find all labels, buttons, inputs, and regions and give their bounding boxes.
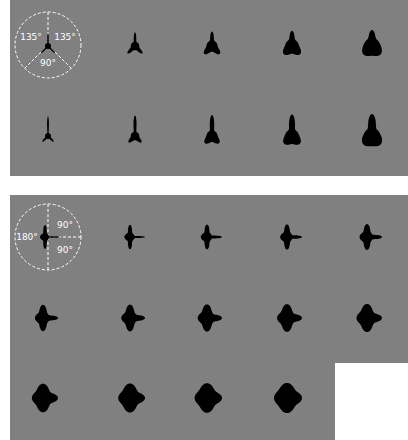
angle-guide bbox=[15, 12, 81, 270]
blob-shape bbox=[362, 114, 382, 146]
blob-shape bbox=[118, 383, 145, 412]
blob-shape bbox=[35, 305, 58, 331]
blob-shape bbox=[32, 384, 58, 413]
angle-label: 90° bbox=[40, 59, 56, 68]
angle-label: 135° bbox=[20, 33, 42, 42]
blob-shape bbox=[204, 32, 221, 55]
angle-label: 135° bbox=[54, 33, 76, 42]
blob-shape bbox=[41, 33, 55, 53]
blob-shape bbox=[362, 30, 382, 56]
top-panel bbox=[10, 0, 408, 176]
blob-shape bbox=[195, 383, 222, 413]
blob-shape bbox=[128, 116, 141, 143]
angle-label: 90° bbox=[57, 221, 73, 230]
bottom-panel bbox=[10, 195, 408, 363]
blob-shape bbox=[124, 225, 145, 249]
blob-shape bbox=[127, 32, 142, 53]
angle-label: 180° bbox=[16, 233, 38, 242]
bottom-panel bbox=[10, 362, 335, 440]
blob-shape bbox=[201, 225, 222, 250]
blob-shape bbox=[356, 304, 382, 332]
blob-shape bbox=[198, 304, 222, 331]
angle-label: 90° bbox=[57, 246, 73, 255]
blob-shape bbox=[40, 225, 60, 249]
blob-shape bbox=[283, 115, 301, 145]
blob-shape bbox=[277, 304, 302, 332]
blob-shape bbox=[360, 224, 382, 250]
blob-shape bbox=[274, 383, 302, 413]
blob-shape bbox=[204, 115, 219, 144]
blob-shape bbox=[121, 305, 145, 332]
blob-shape bbox=[42, 116, 53, 142]
blob-shape bbox=[280, 224, 302, 249]
blob-shape bbox=[283, 31, 301, 55]
